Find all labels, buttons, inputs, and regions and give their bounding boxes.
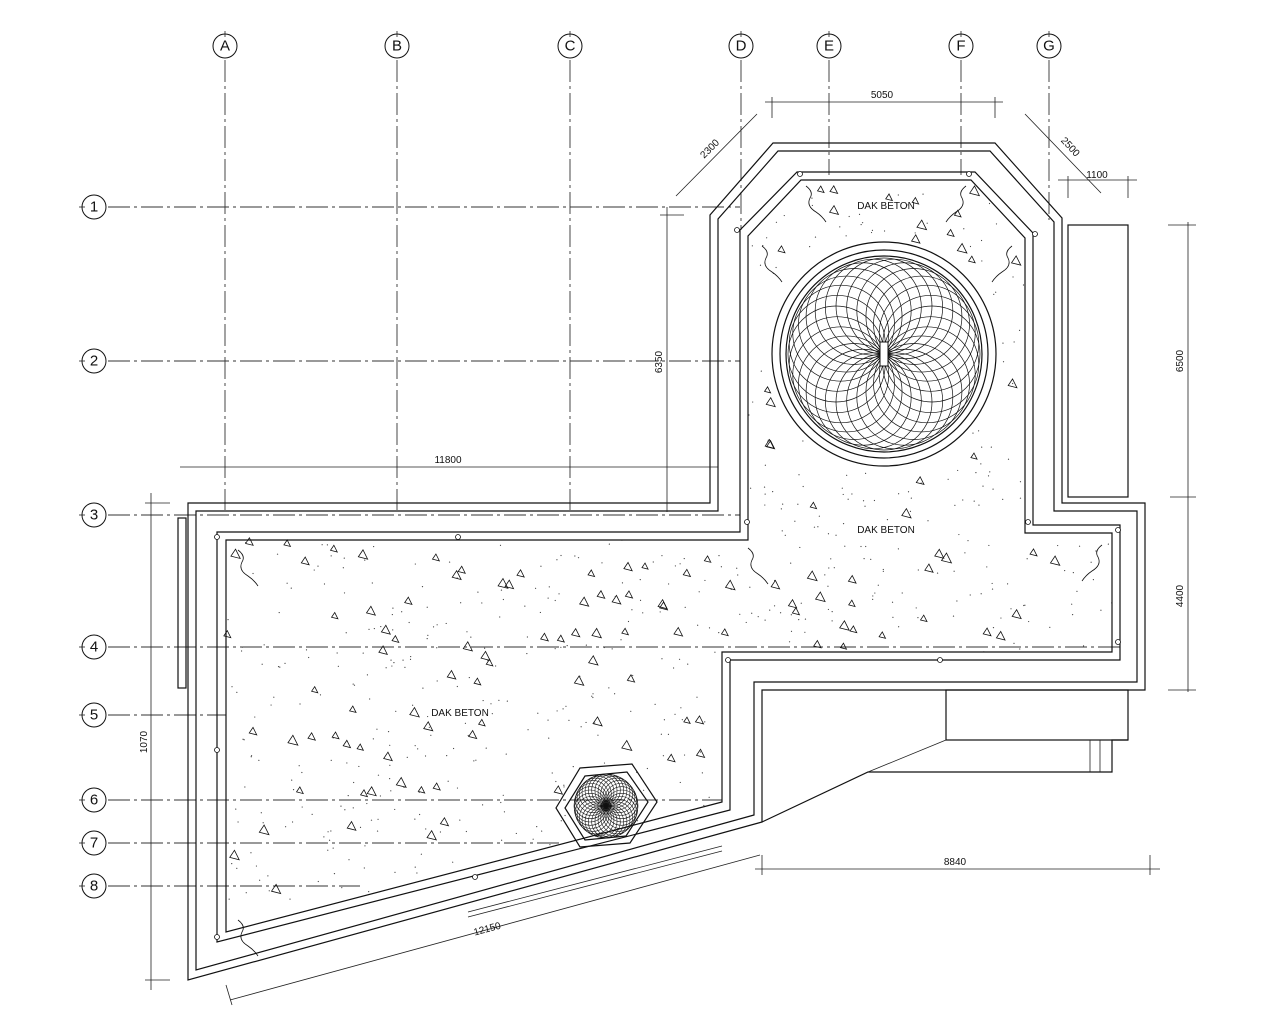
dimension-label: 5050 bbox=[871, 90, 894, 101]
grid-label: 1 bbox=[90, 199, 98, 216]
dimension-label: 11800 bbox=[434, 455, 462, 466]
grid-label: C bbox=[565, 38, 576, 55]
concrete-texture bbox=[223, 185, 1113, 900]
dimension-lines bbox=[145, 97, 1196, 1006]
slab-label: DAK BETON bbox=[431, 708, 489, 719]
grid-label: E bbox=[824, 38, 834, 55]
dimension-label: 12150 bbox=[472, 921, 502, 939]
dimension-label: 6350 bbox=[654, 350, 665, 373]
dimension-label: 1070 bbox=[139, 730, 150, 753]
slab-label: DAK BETON bbox=[857, 201, 915, 212]
grid-label: 7 bbox=[90, 835, 98, 852]
grid-label: 6 bbox=[90, 792, 98, 809]
dimension-label: 8840 bbox=[944, 857, 967, 868]
grid-label: 4 bbox=[90, 639, 98, 656]
dimension-label: 2500 bbox=[1058, 135, 1082, 159]
grid-lines bbox=[108, 60, 1120, 887]
dome-skylight bbox=[771, 241, 997, 467]
roof-drain bbox=[555, 763, 658, 848]
dimension-label: 4400 bbox=[1175, 584, 1186, 607]
slope-arrows bbox=[214, 171, 1121, 957]
grid-label: 5 bbox=[90, 707, 98, 724]
grid-label: G bbox=[1043, 38, 1055, 55]
dimension-label: 1100 bbox=[1086, 170, 1108, 181]
slab-label: DAK BETON bbox=[857, 525, 915, 536]
dimension-label: 2300 bbox=[698, 137, 722, 161]
grid-label: 3 bbox=[90, 507, 98, 524]
dimension-label: 6500 bbox=[1175, 349, 1186, 372]
grid-label: 8 bbox=[90, 878, 98, 895]
roof-outline bbox=[177, 142, 1146, 981]
grid-label: A bbox=[220, 38, 230, 55]
grid-label: B bbox=[392, 38, 402, 55]
grid-label: F bbox=[956, 38, 965, 55]
grid-label: D bbox=[736, 38, 747, 55]
grid-label: 2 bbox=[90, 353, 98, 370]
